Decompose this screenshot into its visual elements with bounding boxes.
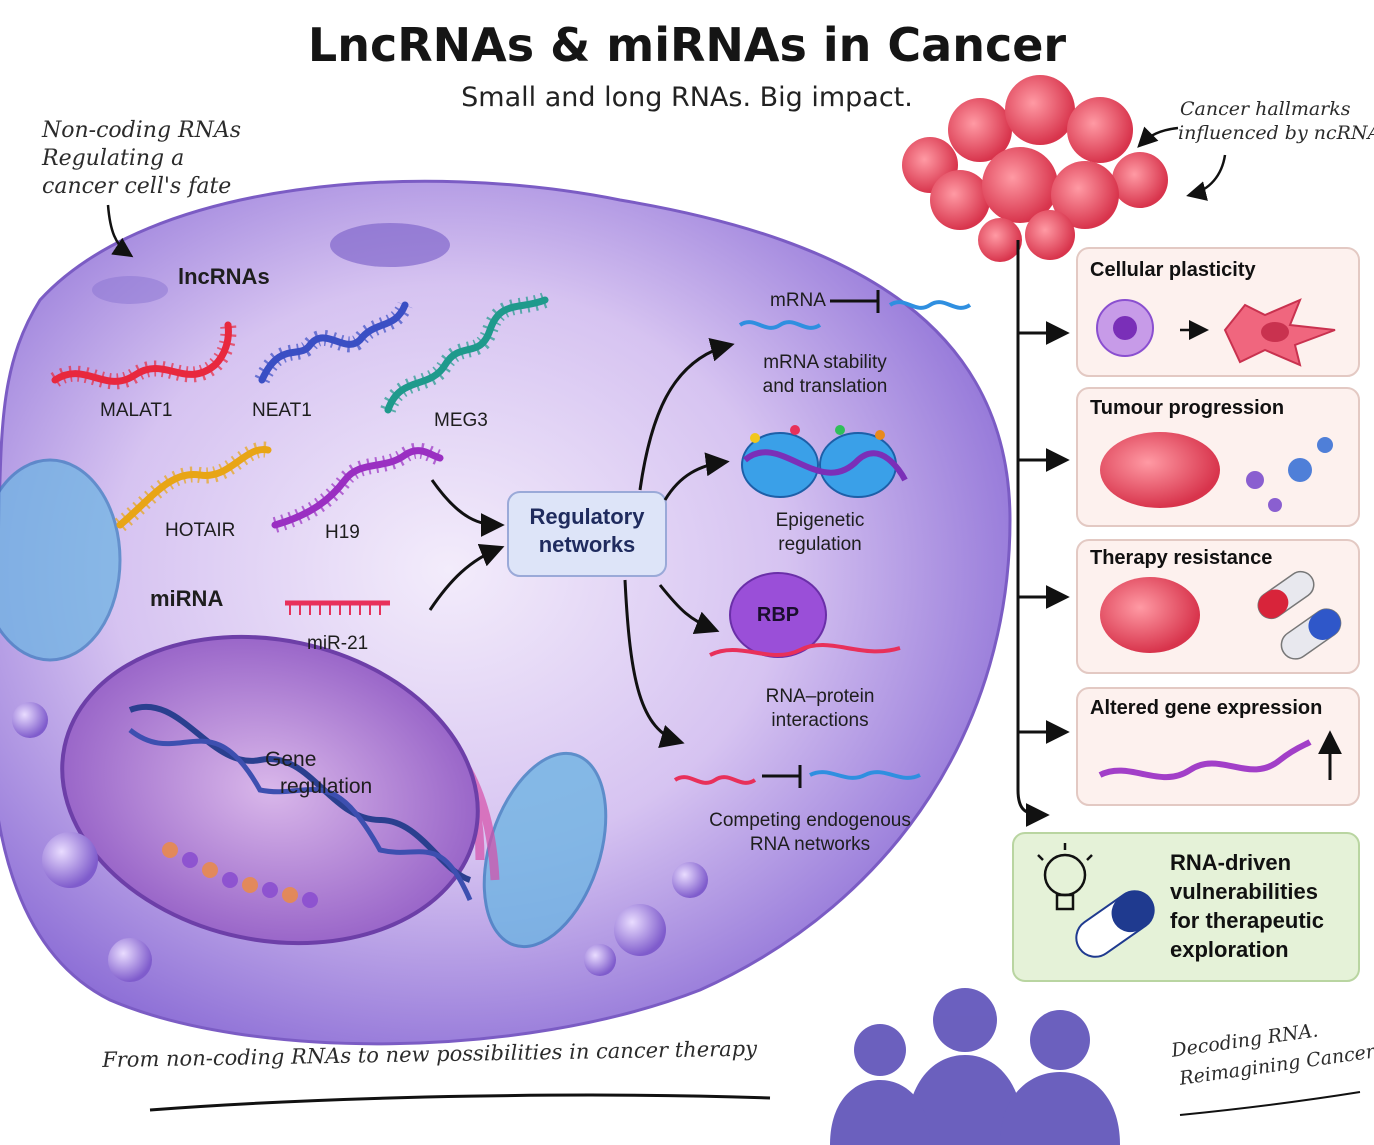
therapy-text: vulnerabilities <box>1170 879 1318 904</box>
footer-right-underline <box>1179 1091 1361 1116</box>
lightbulb-icon <box>1037 843 1093 911</box>
mrna-strand <box>738 320 822 330</box>
expression-strand-icon <box>1098 739 1312 781</box>
therapy-text: for therapeutic <box>1170 908 1325 933</box>
footer-underline <box>149 1093 771 1112</box>
lncrna-label: HOTAIR <box>165 520 236 541</box>
arrow-from-hub <box>658 584 720 635</box>
tumour-mass-icon <box>1100 432 1333 512</box>
mechanism-label: interactions <box>771 710 869 731</box>
hallmark-title: Tumour progression <box>1090 397 1285 419</box>
lncrna-label: NEAT1 <box>252 400 312 421</box>
capsule-icon <box>1257 570 1342 660</box>
lncrna-label: MALAT1 <box>100 400 173 421</box>
hub-label: networks <box>538 532 636 557</box>
hallmark-title: Altered gene expression <box>1090 697 1323 719</box>
dna-helix <box>128 728 473 901</box>
mechanism-label: Epigenetic <box>775 510 865 531</box>
vesicles <box>12 702 708 982</box>
hallmark-title: Cellular plasticity <box>1090 259 1256 281</box>
nucleus-label: Gene <box>265 748 317 771</box>
lncrna-strands <box>50 292 549 533</box>
mrna-label: mRNA <box>770 290 826 311</box>
page-title: LncRNAs & miRNAs in Cancer <box>307 18 1067 72</box>
resistant-tumour-icon <box>1100 577 1200 653</box>
mechanism-label: RNA–protein <box>765 686 875 707</box>
organelle <box>330 223 450 267</box>
note-line: Non-coding RNAs <box>42 118 242 143</box>
note-line: Regulating a <box>42 146 185 171</box>
lncrna-strand <box>51 321 232 385</box>
cerna-strand-red <box>673 775 757 785</box>
lncrna-label: H19 <box>325 522 360 543</box>
mirna-label: miR-21 <box>307 633 369 654</box>
mechanism-label: regulation <box>778 534 862 555</box>
hub-label: Regulatory <box>529 504 645 529</box>
arrow-from-hub <box>638 338 735 491</box>
therapy-text: exploration <box>1170 937 1289 962</box>
rbp-protein <box>729 572 827 658</box>
lncrna-bases <box>114 441 270 532</box>
cerna-strand-blue <box>809 770 921 780</box>
trunk-to-therapy <box>1016 789 1050 827</box>
arrow-from-hub <box>663 452 730 501</box>
dna-helix <box>128 703 472 883</box>
people-silhouettes <box>830 988 1120 1145</box>
nucleus-label: regulation <box>280 775 373 798</box>
note-arrow <box>1186 154 1227 201</box>
mechanism-label: mRNA stability <box>763 352 887 373</box>
mirna-heading: miRNA <box>150 586 224 611</box>
rbp-label: RBP <box>756 604 800 626</box>
mechanism-label: and translation <box>762 376 888 397</box>
capsule-icon <box>1075 890 1155 958</box>
nucleosome-icon <box>741 425 908 498</box>
hallmark-title: Therapy resistance <box>1090 547 1273 569</box>
note-arrow <box>1137 126 1179 148</box>
arrow-to-hub <box>430 479 505 537</box>
arrow-to-hub <box>428 543 505 611</box>
cell-transition-icon <box>1096 298 1336 367</box>
mir21-strand <box>285 600 390 615</box>
note-line: influenced by ncRNAs <box>1178 122 1374 144</box>
tumour-cluster <box>902 75 1168 262</box>
organelle <box>92 276 168 304</box>
chromatin-beads <box>162 842 318 908</box>
mechanism-label: Competing endogenous <box>709 810 911 831</box>
mechanism-label: RNA networks <box>749 834 871 855</box>
arrow-from-hub <box>623 579 685 748</box>
lncrnas-heading: lncRNAs <box>178 264 270 289</box>
lncrna-bases <box>272 442 443 533</box>
mrna-target-strand <box>888 300 972 310</box>
rbp-bound-rna <box>709 643 901 657</box>
lncrna-bases <box>254 301 413 384</box>
lncrna-label: MEG3 <box>434 410 488 431</box>
therapy-text: RNA-driven <box>1170 850 1292 875</box>
mitochondrion <box>0 458 122 662</box>
note-line: cancer cell's fate <box>42 174 232 199</box>
regulatory-networks-box <box>507 491 667 577</box>
note-line: Cancer hallmarks <box>1180 98 1351 120</box>
note-arrow <box>106 204 134 258</box>
lncrna-strand <box>384 296 549 414</box>
page-subtitle: Small and long RNAs. Big impact. <box>461 82 913 113</box>
